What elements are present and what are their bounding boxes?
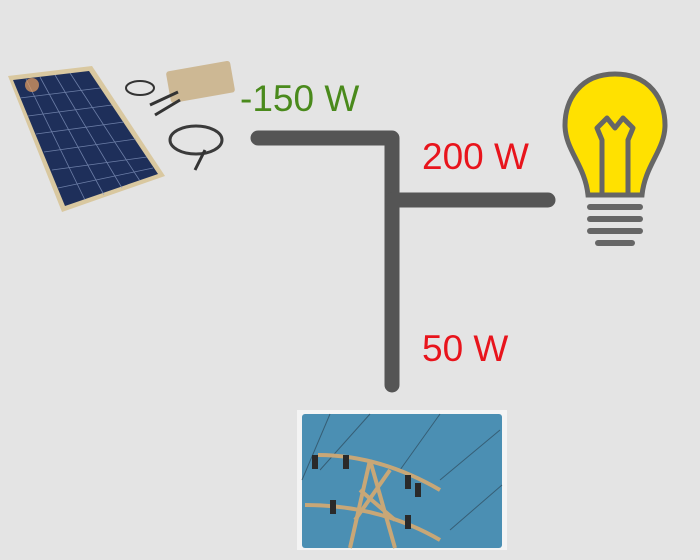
load-flow-label: 200 W [422,136,529,177]
wire-network [250,130,556,393]
grid-flow-label: 50 W [422,328,509,369]
power-pylon-icon [297,410,507,550]
light-bulb-icon [562,71,668,246]
solar-panel-icon [8,60,235,212]
solar-flow-label: -150 W [240,78,360,119]
